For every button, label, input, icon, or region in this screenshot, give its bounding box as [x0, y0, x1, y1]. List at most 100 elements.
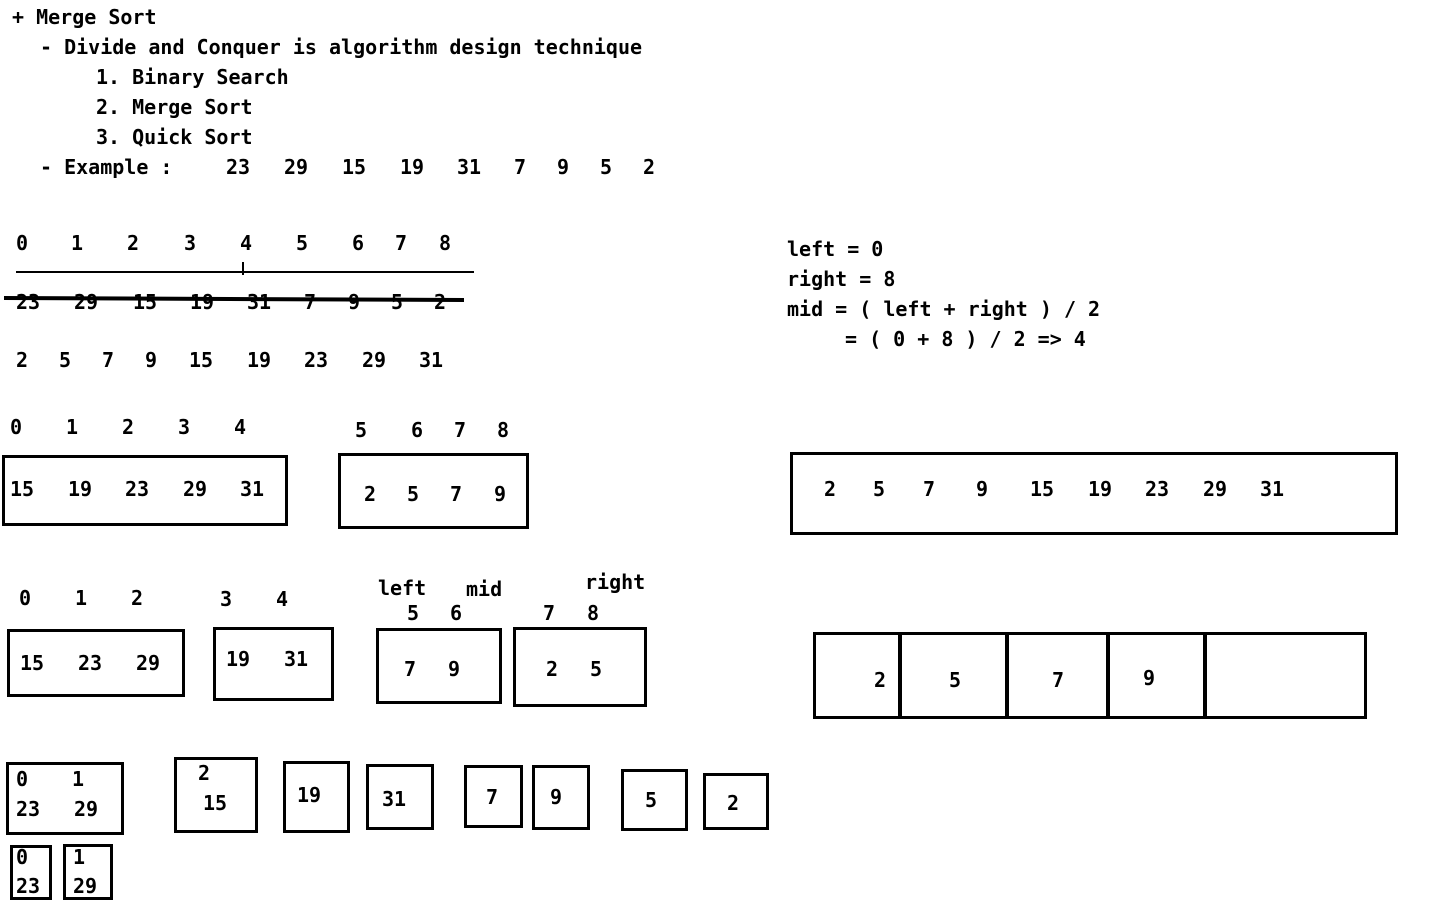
level2-a-index: 2: [131, 586, 144, 610]
level2-d-index: 7: [543, 601, 556, 625]
bullet-divide-conquer: - Divide and Conquer is algorithm design…: [40, 35, 643, 59]
list-item-quick-sort: 3. Quick Sort: [96, 125, 253, 149]
level3-b-box: [174, 757, 258, 833]
example-value: 29: [284, 155, 309, 179]
label-right: right: [585, 570, 646, 594]
level2-b-box: [213, 627, 334, 701]
level1-right-value: 9: [494, 482, 507, 506]
level1-left-index: 3: [178, 415, 191, 439]
level3-a-index: 1: [72, 767, 85, 791]
merge-cell-value: 5: [949, 668, 962, 692]
merge-cell-value: 9: [1143, 666, 1156, 690]
array-index: 3: [184, 231, 197, 255]
level2-c-box: [376, 628, 502, 704]
level1-right-index: 6: [411, 418, 424, 442]
level1-merged-box: [790, 452, 1398, 535]
array-sorted-value: 19: [247, 348, 272, 372]
level2-b-value: 31: [284, 647, 309, 671]
list-item-merge-sort: 2. Merge Sort: [96, 95, 253, 119]
calc-left: left = 0: [787, 237, 884, 261]
example-value: 5: [600, 155, 613, 179]
level2-d-value: 2: [546, 657, 559, 681]
level2-d-box: [513, 627, 647, 707]
level4-b-box: [63, 844, 113, 900]
level3-single-value: 5: [645, 788, 658, 812]
level3-single-value: 9: [550, 785, 563, 809]
heading-merge-sort: + Merge Sort: [12, 5, 157, 29]
example-value: 23: [226, 155, 251, 179]
level2-a-index: 0: [19, 586, 32, 610]
level1-right-index: 5: [355, 418, 368, 442]
level3-single-value: 7: [486, 785, 499, 809]
calc-right: right = 8: [787, 267, 896, 291]
level2-a-value: 29: [136, 651, 161, 675]
array-sorted-value: 15: [189, 348, 214, 372]
level2-a-box: [7, 629, 185, 697]
level3-single-box: [621, 769, 688, 831]
level3-single-value: 2: [727, 791, 740, 815]
array-index: 1: [71, 231, 84, 255]
array-index: 6: [352, 231, 365, 255]
level2-a-index: 1: [75, 586, 88, 610]
level1-right-value: 7: [450, 482, 463, 506]
level2-a-value: 23: [78, 651, 103, 675]
level1-merged-value: 31: [1260, 477, 1285, 501]
example-value: 19: [400, 155, 425, 179]
level2-d-value: 5: [590, 657, 603, 681]
level1-left-value: 23: [125, 477, 150, 501]
example-label: - Example :: [40, 155, 173, 179]
level3-a-box: [6, 762, 124, 835]
level4-b-value: 29: [73, 874, 98, 898]
level2-b-value: 19: [226, 647, 251, 671]
array-original-value: 15: [133, 290, 158, 314]
level1-merged-value: 19: [1088, 477, 1113, 501]
level1-right-value: 2: [364, 482, 377, 506]
level1-left-value: 19: [68, 477, 93, 501]
level3-b-index: 2: [198, 761, 211, 785]
level2-a-value: 15: [20, 651, 45, 675]
calc-mid-value: = ( 0 + 8 ) / 2 => 4: [845, 327, 1086, 351]
level1-left-index: 1: [66, 415, 79, 439]
example-value: 7: [514, 155, 527, 179]
merge-cell: [813, 632, 901, 719]
level4-a-index: 0: [16, 845, 29, 869]
level1-merged-value: 23: [1145, 477, 1170, 501]
level3-single-box: [366, 764, 434, 830]
array-sorted-value: 9: [145, 348, 158, 372]
array-original-value: 5: [391, 290, 404, 314]
level1-merged-value: 15: [1030, 477, 1055, 501]
array-index: 8: [439, 231, 452, 255]
level1-right-value: 5: [407, 482, 420, 506]
level3-single-value: 31: [382, 787, 407, 811]
merge-cell-value: 2: [874, 668, 887, 692]
array-index: 5: [296, 231, 309, 255]
level3-single-box: [464, 765, 523, 828]
array-sorted-value: 31: [419, 348, 444, 372]
array-original-value: 2: [434, 290, 447, 314]
level1-right-index: 8: [497, 418, 510, 442]
level1-left-index: 4: [234, 415, 247, 439]
level3-b-value: 15: [203, 791, 228, 815]
level1-left-value: 15: [10, 477, 35, 501]
level1-right-box: [338, 453, 529, 529]
array-sorted-value: 5: [59, 348, 72, 372]
example-value: 31: [457, 155, 482, 179]
level1-merged-value: 29: [1203, 477, 1228, 501]
array-index: 2: [127, 231, 140, 255]
level2-d-index: 8: [587, 601, 600, 625]
level3-single-box: [283, 761, 350, 833]
level1-left-index: 0: [10, 415, 23, 439]
level3-single-value: 19: [297, 783, 322, 807]
level2-c-index: 5: [407, 601, 420, 625]
level1-left-box: [2, 455, 288, 526]
level3-single-box: [703, 773, 769, 830]
level2-c-value: 7: [404, 657, 417, 681]
level3-a-value: 23: [16, 797, 41, 821]
level1-left-value: 31: [240, 477, 265, 501]
array-index: 7: [395, 231, 408, 255]
level1-merged-value: 9: [976, 477, 989, 501]
array-original-value: 19: [190, 290, 215, 314]
level1-merged-value: 7: [923, 477, 936, 501]
calc-mid-formula: mid = ( left + right ) / 2: [787, 297, 1101, 321]
